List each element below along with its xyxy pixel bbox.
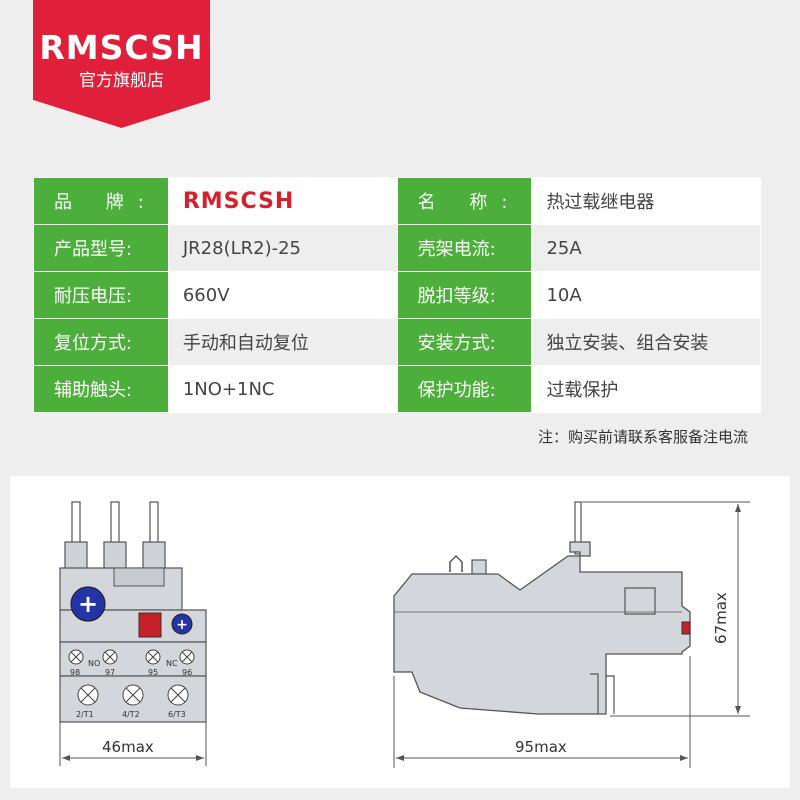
spec-value: 过载保护: [531, 365, 761, 413]
spec-value: JR28(LR2)-25: [167, 224, 398, 272]
spec-value: 660V: [167, 271, 398, 319]
store-subtitle: 官方旗舰店: [79, 71, 164, 91]
screw-icon: [167, 684, 189, 706]
aux-contact-row: [59, 641, 207, 677]
side-hook: [449, 554, 463, 572]
output-label: 4/T2: [122, 710, 140, 719]
output-label: 6/T3: [168, 710, 186, 719]
table-row: 辅助触头: 1NO+1NC 保护功能: 过载保护: [33, 365, 761, 413]
brand-banner: RMSCSH 官方旗舰店: [33, 0, 210, 128]
table-row: 复位方式: 手动和自动复位 安装方式: 独立安装、组合安装: [33, 318, 761, 366]
screw-icon: [179, 649, 195, 665]
spec-key: 保护功能:: [396, 365, 533, 413]
spec-key: 品 牌:: [33, 177, 169, 225]
output-label: 2/T1: [76, 710, 94, 719]
side-height-label: 67max: [712, 592, 730, 644]
terminal-block: [142, 541, 166, 571]
screw-icon: [102, 649, 118, 665]
screw-icon: [68, 649, 84, 665]
terminal-label: 98: [70, 668, 80, 677]
terminal-pin: [110, 501, 120, 547]
test-button: [171, 613, 193, 635]
contact-label: NO: [88, 659, 100, 668]
spec-key: 耐压电压:: [33, 271, 169, 319]
screw-icon: [145, 649, 161, 665]
brand-logo: RMSCSH: [39, 28, 204, 67]
terminal-label: 95: [148, 668, 158, 677]
purchase-note: 注：购买前请联系客服备注电流: [537, 428, 748, 446]
terminal-pin: [71, 501, 81, 547]
side-body: [393, 541, 691, 715]
brand-logo: RMSCSH: [182, 188, 295, 214]
spec-table: 品 牌: RMSCSH 名 称: 热过载继电器 产品型号: JR28(LR2)-…: [33, 177, 761, 413]
spec-key: 名 称:: [396, 177, 533, 225]
spec-value: 热过载继电器: [531, 177, 761, 225]
front-width-label: 46max: [102, 738, 154, 756]
spec-key: 复位方式:: [33, 318, 169, 366]
spec-key: 辅助触头:: [33, 365, 169, 413]
spec-value: 手动和自动复位: [167, 318, 398, 366]
table-row: 产品型号: JR28(LR2)-25 壳架电流: 25A: [33, 224, 761, 272]
spec-value: 独立安装、组合安装: [531, 318, 761, 366]
spec-key: 产品型号:: [33, 224, 169, 272]
terminal-block: [64, 541, 88, 571]
table-row: 耐压电压: 660V 脱扣等级: 10A: [33, 271, 761, 319]
side-terminal-pin: [574, 501, 582, 555]
terminal-pin: [149, 501, 159, 547]
plus-icon: +: [78, 590, 98, 618]
side-view: 95max 67max: [393, 501, 750, 768]
trip-indicator: [138, 612, 162, 638]
relay-slot: [113, 567, 165, 587]
dimension-drawing-panel: + + NO NC 98 97 95 96 2/T1 4/T2 6/T3: [10, 476, 790, 788]
side-indicator: [681, 621, 691, 635]
contact-label: NC: [166, 659, 178, 668]
screw-icon: [77, 684, 99, 706]
spec-value-brand-logo: RMSCSH: [167, 177, 398, 225]
dimension-drawing: + + NO NC 98 97 95 96 2/T1 4/T2 6/T3: [59, 501, 750, 768]
screw-icon: [122, 684, 144, 706]
side-clip: [590, 673, 615, 714]
side-width-label: 95max: [515, 738, 567, 756]
spec-value: 10A: [531, 271, 761, 319]
side-window: [624, 587, 656, 615]
spec-value: 1NO+1NC: [167, 365, 398, 413]
plus-icon: +: [176, 617, 188, 633]
spec-key: 安装方式:: [396, 318, 533, 366]
terminal-label: 97: [105, 668, 115, 677]
front-view: + + NO NC 98 97 95 96 2/T1 4/T2 6/T3: [59, 501, 207, 766]
terminal-block: [103, 541, 127, 571]
spec-key: 脱扣等级:: [396, 271, 533, 319]
reset-button: [70, 586, 106, 622]
side-tab: [471, 559, 487, 575]
spec-key: 壳架电流:: [396, 224, 533, 272]
terminal-label: 96: [182, 668, 192, 677]
table-row: 品 牌: RMSCSH 名 称: 热过载继电器: [33, 177, 761, 225]
spec-value: 25A: [531, 224, 761, 272]
